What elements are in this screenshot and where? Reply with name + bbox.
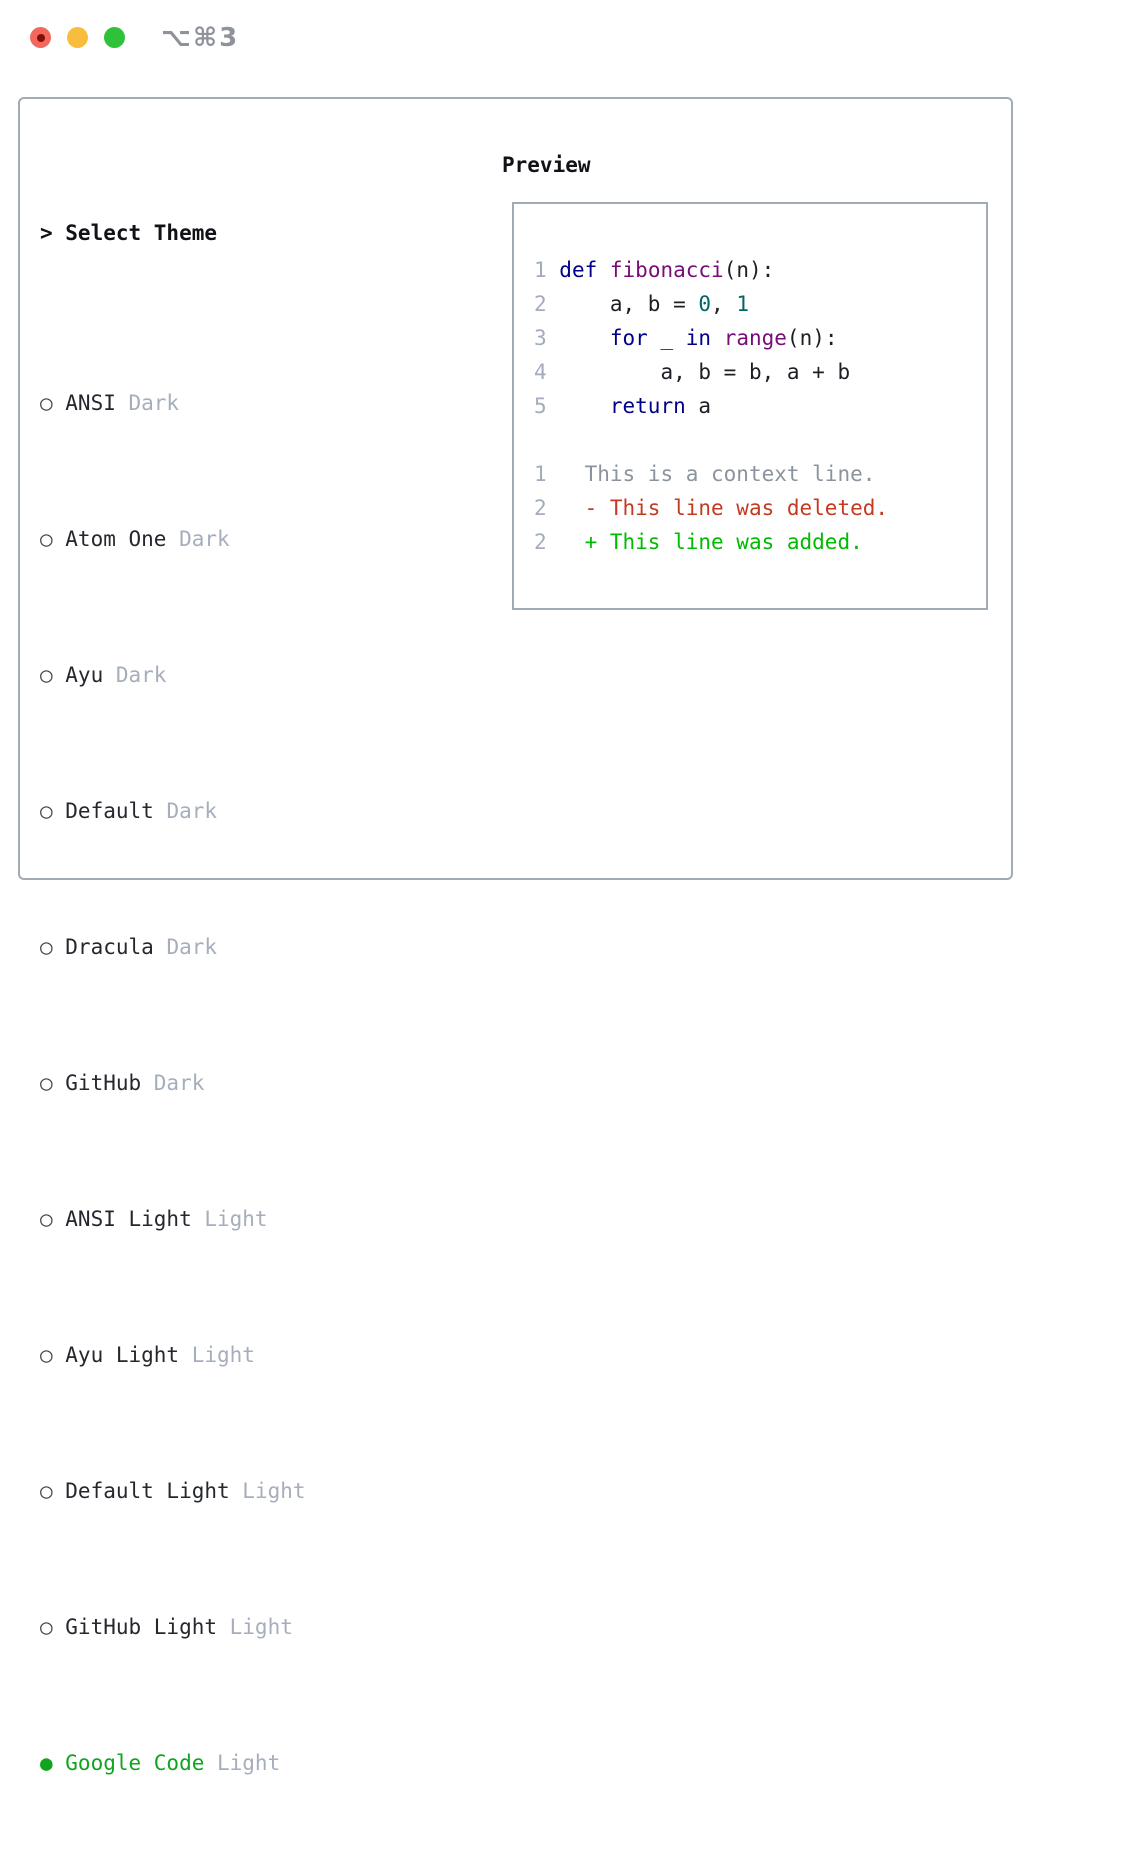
radio-icon: ○ [40,1615,66,1639]
select-theme-header: > Select Theme [40,216,480,250]
theme-variant: Dark [153,799,218,823]
preview-title: Preview [502,153,591,177]
theme-name: Ayu Light [65,1343,180,1367]
theme-list-item[interactable]: ○ Ayu Dark [40,658,480,692]
theme-list-item[interactable]: ○ Default Light Light [40,1474,480,1508]
theme-variant: Dark [153,935,218,959]
radio-icon: ○ [40,1207,66,1231]
code-line [534,219,976,253]
code-line: 2 - This line was deleted. [534,496,889,520]
theme-list-item[interactable]: ○ Ayu Light Light [40,1338,480,1372]
close-button[interactable] [30,27,51,48]
theme-list: ○ ANSI Dark ○ Atom One Dark ○ Ayu Dark ○… [40,318,480,1868]
theme-list-item[interactable]: ● Google Code Light [40,1746,480,1780]
main-panel: > Select Theme ○ ANSI Dark ○ Atom One Dar… [18,97,1013,1775]
focus-caret-icon: > [40,221,53,245]
radio-icon: ○ [40,663,66,687]
theme-name: Ayu [65,663,104,687]
code-line: 1 This is a context line. [534,462,876,486]
theme-list-item[interactable]: ○ Dracula Dark [40,930,480,964]
code-line: 4 a, b = b, a + b [534,360,851,384]
code-line: 5 return a [534,394,712,418]
theme-list-item[interactable]: ○ Atom One Dark [40,522,480,556]
record-dot-icon [36,33,45,42]
theme-name: ANSI [65,391,116,415]
theme-variant: Light [179,1343,255,1367]
theme-name: GitHub Light [65,1615,217,1639]
radio-icon: ○ [40,1071,66,1095]
radio-icon: ○ [40,935,66,959]
radio-icon: ○ [40,527,66,551]
code-line: 2 a, b = 0, 1 [534,292,749,316]
theme-name: Atom One [65,527,167,551]
radio-icon: ○ [40,1479,66,1503]
theme-name: Default [65,799,154,823]
theme-variant: Dark [166,527,230,551]
theme-variant: Dark [141,1071,205,1095]
code-line: 3 for _ in range(n): [534,326,838,350]
preview-code: 1 def fibonacci(n): 2 a, b = 0, 1 3 for _ … [534,219,976,559]
radio-icon: ○ [40,1343,66,1367]
zoom-button[interactable] [104,27,125,48]
theme-variant: Dark [115,391,180,415]
code-line: 2 + This line was added. [534,530,863,554]
select-theme-title: Select Theme [65,221,217,245]
theme-name: ANSI Light [65,1207,192,1231]
titlebar: ⌥⌘3 [0,0,1140,75]
theme-variant: Light [204,1751,281,1775]
theme-list-item[interactable]: ○ GitHub Light Light [40,1610,480,1644]
theme-variant: Light [191,1207,268,1231]
theme-variant: Dark [103,663,167,687]
theme-name: Google Code [65,1751,205,1775]
theme-variant: Light [217,1615,293,1639]
code-line [534,423,976,457]
minimize-button[interactable] [67,27,88,48]
theme-variant: Light [229,1479,306,1503]
theme-list-item[interactable]: ○ ANSI Dark [40,386,480,420]
window-title: ⌥⌘3 [161,22,240,53]
radio-icon: ● [40,1751,66,1775]
theme-name: Default Light [65,1479,230,1503]
theme-name: Dracula [65,935,154,959]
code-line: 1 def fibonacci(n): [534,258,775,282]
theme-selector: > Select Theme ○ ANSI Dark ○ Atom One Dar… [40,148,480,1868]
radio-icon: ○ [40,391,66,415]
preview-pane: 1 def fibonacci(n): 2 a, b = 0, 1 3 for _ … [512,202,988,610]
theme-name: GitHub [65,1071,142,1095]
theme-list-item[interactable]: ○ ANSI Light Light [40,1202,480,1236]
app-window: ⌥⌘3 > Select Theme ○ ANSI Dark ○ Atom One… [0,0,1140,1775]
radio-icon: ○ [40,799,66,823]
theme-list-item[interactable]: ○ GitHub Dark [40,1066,480,1100]
theme-list-item[interactable]: ○ Default Dark [40,794,480,828]
